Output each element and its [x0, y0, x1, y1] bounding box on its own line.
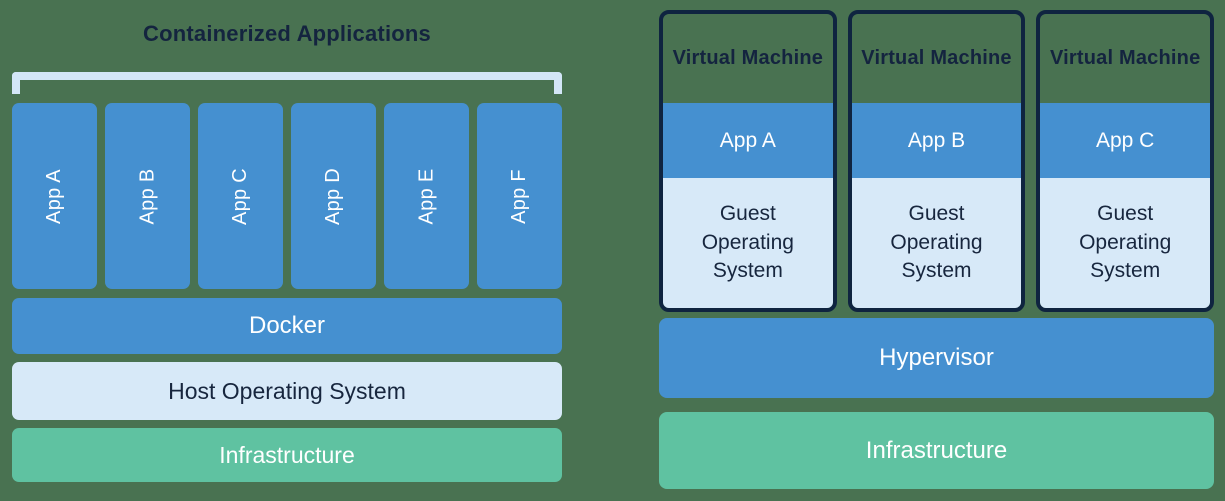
- app-column: App E: [384, 103, 469, 289]
- app-columns: App A App B App C App D App E App F: [12, 103, 562, 289]
- container-group-bracket: [12, 72, 562, 94]
- infrastructure-layer-left: Infrastructure: [12, 428, 562, 482]
- vm-guest-os: Guest Operating System: [851, 178, 1022, 308]
- vm-guest-os: Guest Operating System: [663, 178, 833, 308]
- vm-title: Virtual Machine: [672, 47, 824, 69]
- vm-title: Virtual Machine: [861, 47, 1012, 69]
- virtual-machine-box: Virtual Machine App B Guest Operating Sy…: [847, 10, 1026, 312]
- app-column-label: App F: [507, 168, 530, 224]
- app-column-label: App C: [229, 167, 251, 225]
- infrastructure-layer-right: Infrastructure: [659, 412, 1214, 489]
- virtual-machines-group: Virtual Machine App A Guest Operating Sy…: [659, 0, 1215, 501]
- app-column: App B: [105, 103, 190, 289]
- vm-app: App A: [663, 103, 833, 178]
- app-column: App F: [477, 103, 562, 289]
- app-column-label: App D: [322, 167, 344, 225]
- vm-app: App C: [1040, 103, 1211, 178]
- app-column: App C: [198, 103, 283, 289]
- vm-guest-os: Guest Operating System: [1040, 178, 1211, 308]
- docker-layer: Docker: [12, 298, 562, 354]
- virtual-machine-box: Virtual Machine App C Guest Operating Sy…: [1036, 10, 1215, 312]
- vm-row: Virtual Machine App A Guest Operating Sy…: [659, 10, 1215, 312]
- app-column-label: App A: [42, 168, 65, 224]
- app-column: App D: [291, 103, 376, 289]
- containerized-applications-group: Containerized Applications App A App B A…: [12, 0, 562, 501]
- virtual-machine-box: Virtual Machine App A Guest Operating Sy…: [659, 10, 837, 312]
- host-operating-system-layer: Host Operating System: [12, 362, 562, 420]
- app-column-label: App E: [414, 168, 437, 224]
- vm-title: Virtual Machine: [1049, 47, 1201, 69]
- hypervisor-layer: Hypervisor: [659, 318, 1214, 398]
- containerized-applications-title: Containerized Applications: [143, 21, 431, 46]
- app-column: App A: [12, 103, 97, 289]
- vm-app: App B: [851, 103, 1022, 178]
- app-column-label: App B: [135, 168, 158, 224]
